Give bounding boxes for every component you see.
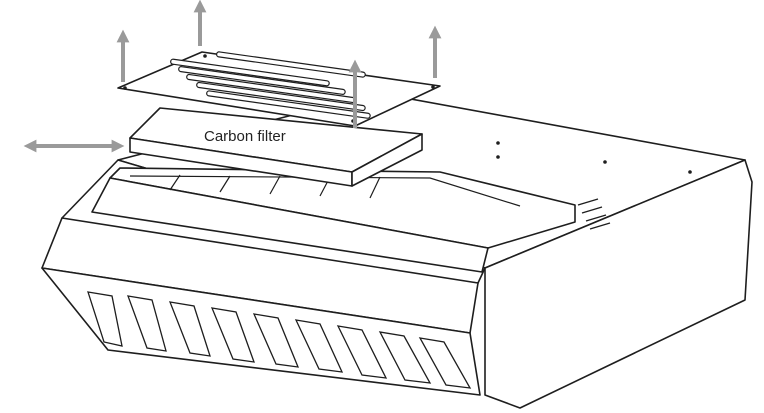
filter-housing-front: [91, 177, 489, 273]
movement-arrows: [23, 0, 442, 153]
screw-dots: [496, 141, 692, 174]
hood-side-panel: [484, 159, 753, 409]
vent-grille-plate: [117, 51, 441, 127]
grease-filter-fins: [87, 291, 472, 389]
grille-slots: [170, 51, 371, 119]
carbon-filter: [129, 107, 423, 187]
carbon-filter-side: [351, 133, 423, 187]
side-vent-slots: [577, 198, 611, 230]
carbon-filter-label: Carbon filter: [204, 128, 286, 145]
